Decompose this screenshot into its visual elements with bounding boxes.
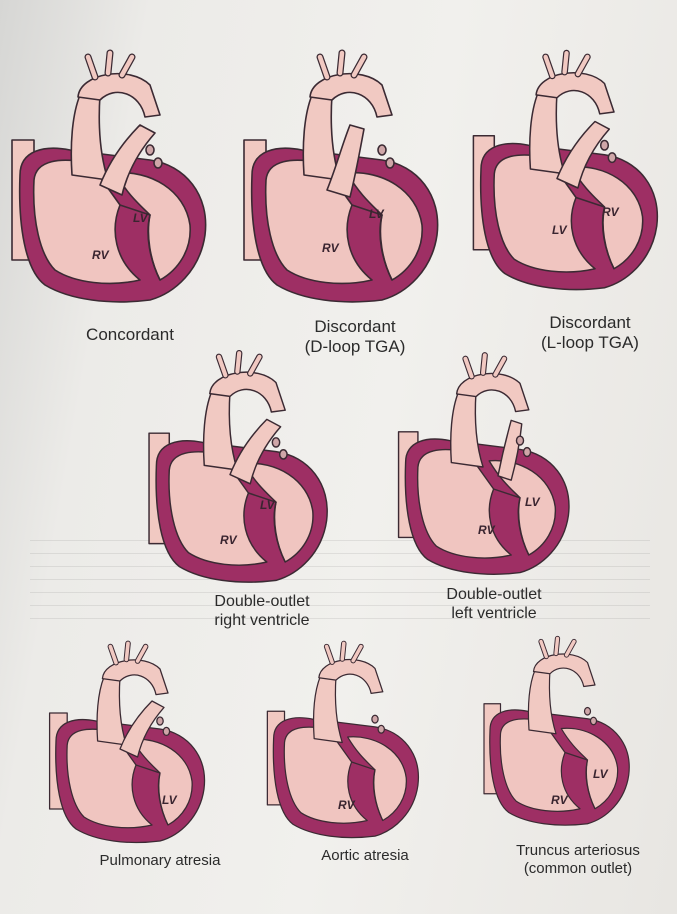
lv-label: LV (593, 767, 608, 781)
lv-label: LV (260, 498, 275, 512)
great-artery (314, 676, 343, 742)
pulmonary-vein (154, 158, 162, 168)
arch-branch (126, 643, 128, 659)
caption-concordant: Concordant (50, 325, 210, 345)
caption-line: Pulmonary atresia (75, 852, 245, 870)
heart-panel-aortic-atresia: RV (258, 655, 448, 855)
heart-diagram-d-loop-tga (232, 55, 462, 315)
pulmonary-vein (163, 727, 169, 735)
rv-label: RV (220, 533, 237, 547)
heart-panel-truncus-arteriosus: RV LV (475, 645, 655, 845)
pulmonary-vein (372, 715, 378, 723)
caption-line: Double-outlet (182, 592, 342, 611)
heart-drawing (244, 53, 438, 302)
great-artery (204, 392, 238, 470)
heart-drawing (50, 643, 205, 842)
caption-truncus-arteriosus: Truncus arteriosus (common outlet) (498, 842, 658, 878)
heart-diagram-concordant (0, 55, 230, 315)
rv-label: RV (478, 523, 495, 537)
great-artery (528, 670, 556, 734)
caption-line: Discordant (505, 313, 675, 333)
pulmonary-vein (524, 448, 531, 457)
arch-branch (340, 53, 342, 73)
lv-label: LV (133, 211, 148, 225)
pulmonary-vein (280, 450, 287, 459)
pulmonary-vein (146, 145, 154, 155)
lv-label: LV (552, 223, 567, 237)
pulmonary-vein (157, 717, 163, 725)
caption-dorv: Double-outlet right ventricle (182, 592, 342, 630)
arch-branch (556, 639, 558, 654)
pulmonary-vein (386, 158, 394, 168)
rv-label: RV (551, 793, 568, 807)
heart-diagram-aortic-atresia (258, 655, 448, 855)
heart-diagram-pulmonary-atresia (40, 655, 240, 855)
pulmonary-vein (585, 708, 591, 716)
caption-line: right ventricle (182, 611, 342, 630)
caption-line: (D-loop TGA) (270, 337, 440, 357)
heart-panel-dolv: RV LV (388, 365, 598, 595)
pulmonary-vein (378, 145, 386, 155)
arch-branch (483, 355, 485, 373)
great-artery (530, 93, 565, 174)
heart-panel-pulmonary-atresia: LV (40, 655, 240, 855)
caption-line: (common outlet) (498, 860, 658, 878)
heart-drawing (399, 355, 569, 574)
caption-dolv: Double-outlet left ventricle (414, 585, 574, 623)
rv-label: RV (92, 248, 109, 262)
rv-label: RV (338, 798, 355, 812)
pulmonary-vein (591, 717, 597, 725)
heart-diagram-dorv (138, 365, 368, 595)
pulmonary-vein (608, 153, 616, 163)
arch-branch (108, 53, 110, 73)
caption-line: Concordant (50, 325, 210, 345)
rv-label: RV (322, 241, 339, 255)
pulmonary-vein (601, 141, 609, 151)
great-artery (97, 677, 126, 745)
caption-pulmonary-atresia: Pulmonary atresia (75, 852, 245, 870)
pulmonary-vein (378, 725, 384, 733)
great-artery (451, 392, 483, 467)
pulmonary-vein (516, 436, 523, 445)
lv-label: LV (369, 207, 384, 221)
arch-branch (342, 643, 344, 659)
heart-diagram-truncus-arteriosus (475, 645, 655, 845)
caption-line: Discordant (270, 317, 440, 337)
caption-line: Aortic atresia (290, 847, 440, 865)
arch-branch (237, 353, 239, 371)
heart-panel-concordant: RV LV (0, 55, 230, 315)
heart-drawing (473, 53, 657, 289)
caption-line: (L-loop TGA) (505, 333, 675, 353)
rv-label: RV (602, 205, 619, 219)
caption-aortic-atresia: Aortic atresia (290, 847, 440, 865)
heart-drawing (149, 353, 327, 582)
great-artery (71, 95, 108, 180)
heart-diagram-l-loop-tga (462, 55, 677, 315)
heart-panel-dorv: RV LV (138, 365, 368, 595)
heart-diagram-dolv (388, 365, 598, 595)
caption-line: left ventricle (414, 604, 574, 623)
lv-label: LV (162, 793, 177, 807)
caption-d-loop-tga: Discordant (D-loop TGA) (270, 317, 440, 358)
pulmonary-vein (272, 438, 279, 447)
caption-line: Truncus arteriosus (498, 842, 658, 860)
heart-panel-d-loop-tga: RV LV (232, 55, 462, 315)
heart-panel-l-loop-tga: RV LV (462, 55, 677, 315)
lv-label: LV (525, 495, 540, 509)
caption-line: Double-outlet (414, 585, 574, 604)
arch-branch (565, 53, 567, 72)
heart-drawing (12, 53, 206, 302)
caption-l-loop-tga: Discordant (L-loop TGA) (505, 313, 675, 354)
